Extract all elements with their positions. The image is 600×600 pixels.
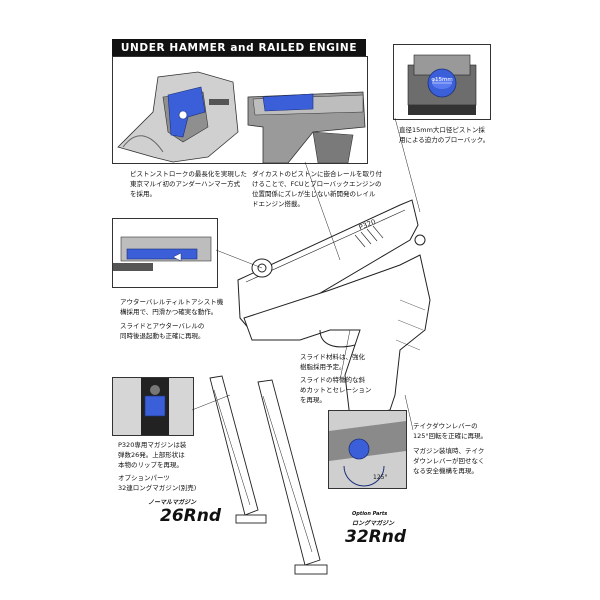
caption-line: ダウンレバーが回せなく (413, 457, 485, 465)
takedown-illustration-panel: 125° (328, 410, 407, 489)
caption-line: 125°回転を正確に再現。 (413, 432, 488, 440)
caption-line: ピストンストロークの最長化を実現した (130, 170, 247, 178)
caption-line: 本物のリップを再現。 (118, 461, 183, 469)
barrel-tilt-illustration (113, 236, 212, 271)
caption-line: めカットとセレーション (300, 386, 372, 394)
piston-caption: 直径15mm大口径ピストン採 用による迫力のブローバック。 (399, 125, 489, 145)
caption-line: を採用。 (130, 190, 156, 198)
normal-magazine-rounds: 26Rnd (160, 506, 222, 526)
caption-line: アウターバレルティルトアシスト機 (120, 298, 224, 306)
slide-caption-1: スライド材料は、強化 樹脂採用予定。 (300, 352, 365, 372)
section-title: UNDER HAMMER and RAILED ENGINE (112, 39, 366, 56)
piston-illustration: φ15mm (407, 54, 477, 115)
hammer-caption: ピストンストロークの最長化を実現した 東京マルイ初のアンダーハンマー方式 を採用… (130, 169, 247, 199)
caption-line: ドエンジン搭載。 (252, 200, 304, 208)
barrel-caption-1: アウターバレルティルトアシスト機 構採用で、円滑かつ確実な動作。 (120, 297, 223, 317)
caption-line: 樹脂採用予定。 (300, 363, 346, 371)
option-parts-label: Option Parts (352, 511, 388, 517)
caption-line: けることで、FCUとブローバックエンジンの (252, 180, 382, 188)
hammer-mechanism-illustration (117, 57, 366, 164)
barrel-illustration-panel (112, 218, 218, 288)
caption-line: 位置関係にズレが生じない新開発のレイル (252, 190, 376, 198)
rail-caption: ダイカストのピストンに嵌合レールを取り付 けることで、FCUとブローバックエンジ… (252, 169, 382, 209)
magazine-caption-1: P320専用マガジンは装 弾数26発。上部形状は 本物のリップを再現。 (118, 440, 186, 470)
magazine-illustration-panel (112, 377, 194, 436)
caption-line: テイクダウンレバーの (413, 422, 478, 430)
caption-line: スライドとアウターバレルの (120, 322, 205, 330)
magazine-caption-2: オプションパーツ 32連ロングマガジン(別売) (118, 473, 196, 493)
caption-line: スライドの特徴的な斜 (300, 376, 365, 384)
caption-line: 弾数26発。上部形状は (118, 451, 185, 459)
slide-caption-2: スライドの特徴的な斜 めカットとセレーション を再現。 (300, 375, 371, 405)
magazine-lip-illustration (113, 378, 193, 435)
angle-label: 125° (373, 474, 387, 481)
caption-line: オプションパーツ (118, 474, 170, 482)
caption-line: ダイカストのピストンに嵌合レールを取り付 (252, 170, 382, 178)
caption-line: 32連ロングマガジン(別売) (118, 484, 197, 492)
hammer-illustration-panel (112, 56, 368, 164)
caption-line: P320専用マガジンは装 (118, 441, 187, 449)
diameter-label: φ15mm (431, 77, 452, 83)
takedown-caption-2: マガジン装填時、テイク ダウンレバーが回せなく なる安全機構を再現。 (413, 446, 485, 476)
caption-line: 直径15mm大口径ピストン採 (399, 126, 485, 134)
barrel-caption-2: スライドとアウターバレルの 同時後退起動も正確に再現。 (120, 321, 205, 341)
piston-illustration-panel: φ15mm (393, 44, 491, 120)
caption-line: マガジン装填時、テイク (413, 447, 485, 455)
caption-line: 用による迫力のブローバック。 (399, 136, 490, 144)
caption-line: 東京マルイ初のアンダーハンマー方式 (130, 180, 241, 188)
takedown-lever-illustration: 125° (329, 411, 406, 488)
caption-line: 同時後退起動も正確に再現。 (120, 332, 205, 340)
caption-line: 構採用で、円滑かつ確実な動作。 (120, 308, 218, 316)
long-magazine-rounds: 32Rnd (345, 527, 407, 547)
caption-line: なる安全機構を再現。 (413, 467, 478, 475)
takedown-caption-1: テイクダウンレバーの 125°回転を正確に再現。 (413, 421, 487, 441)
long-magazine-label: ロングマガジン (352, 520, 395, 527)
caption-line: を再現。 (300, 396, 326, 404)
normal-magazine-label: ノーマルマガジン (148, 499, 197, 506)
caption-line: スライド材料は、強化 (300, 353, 365, 361)
